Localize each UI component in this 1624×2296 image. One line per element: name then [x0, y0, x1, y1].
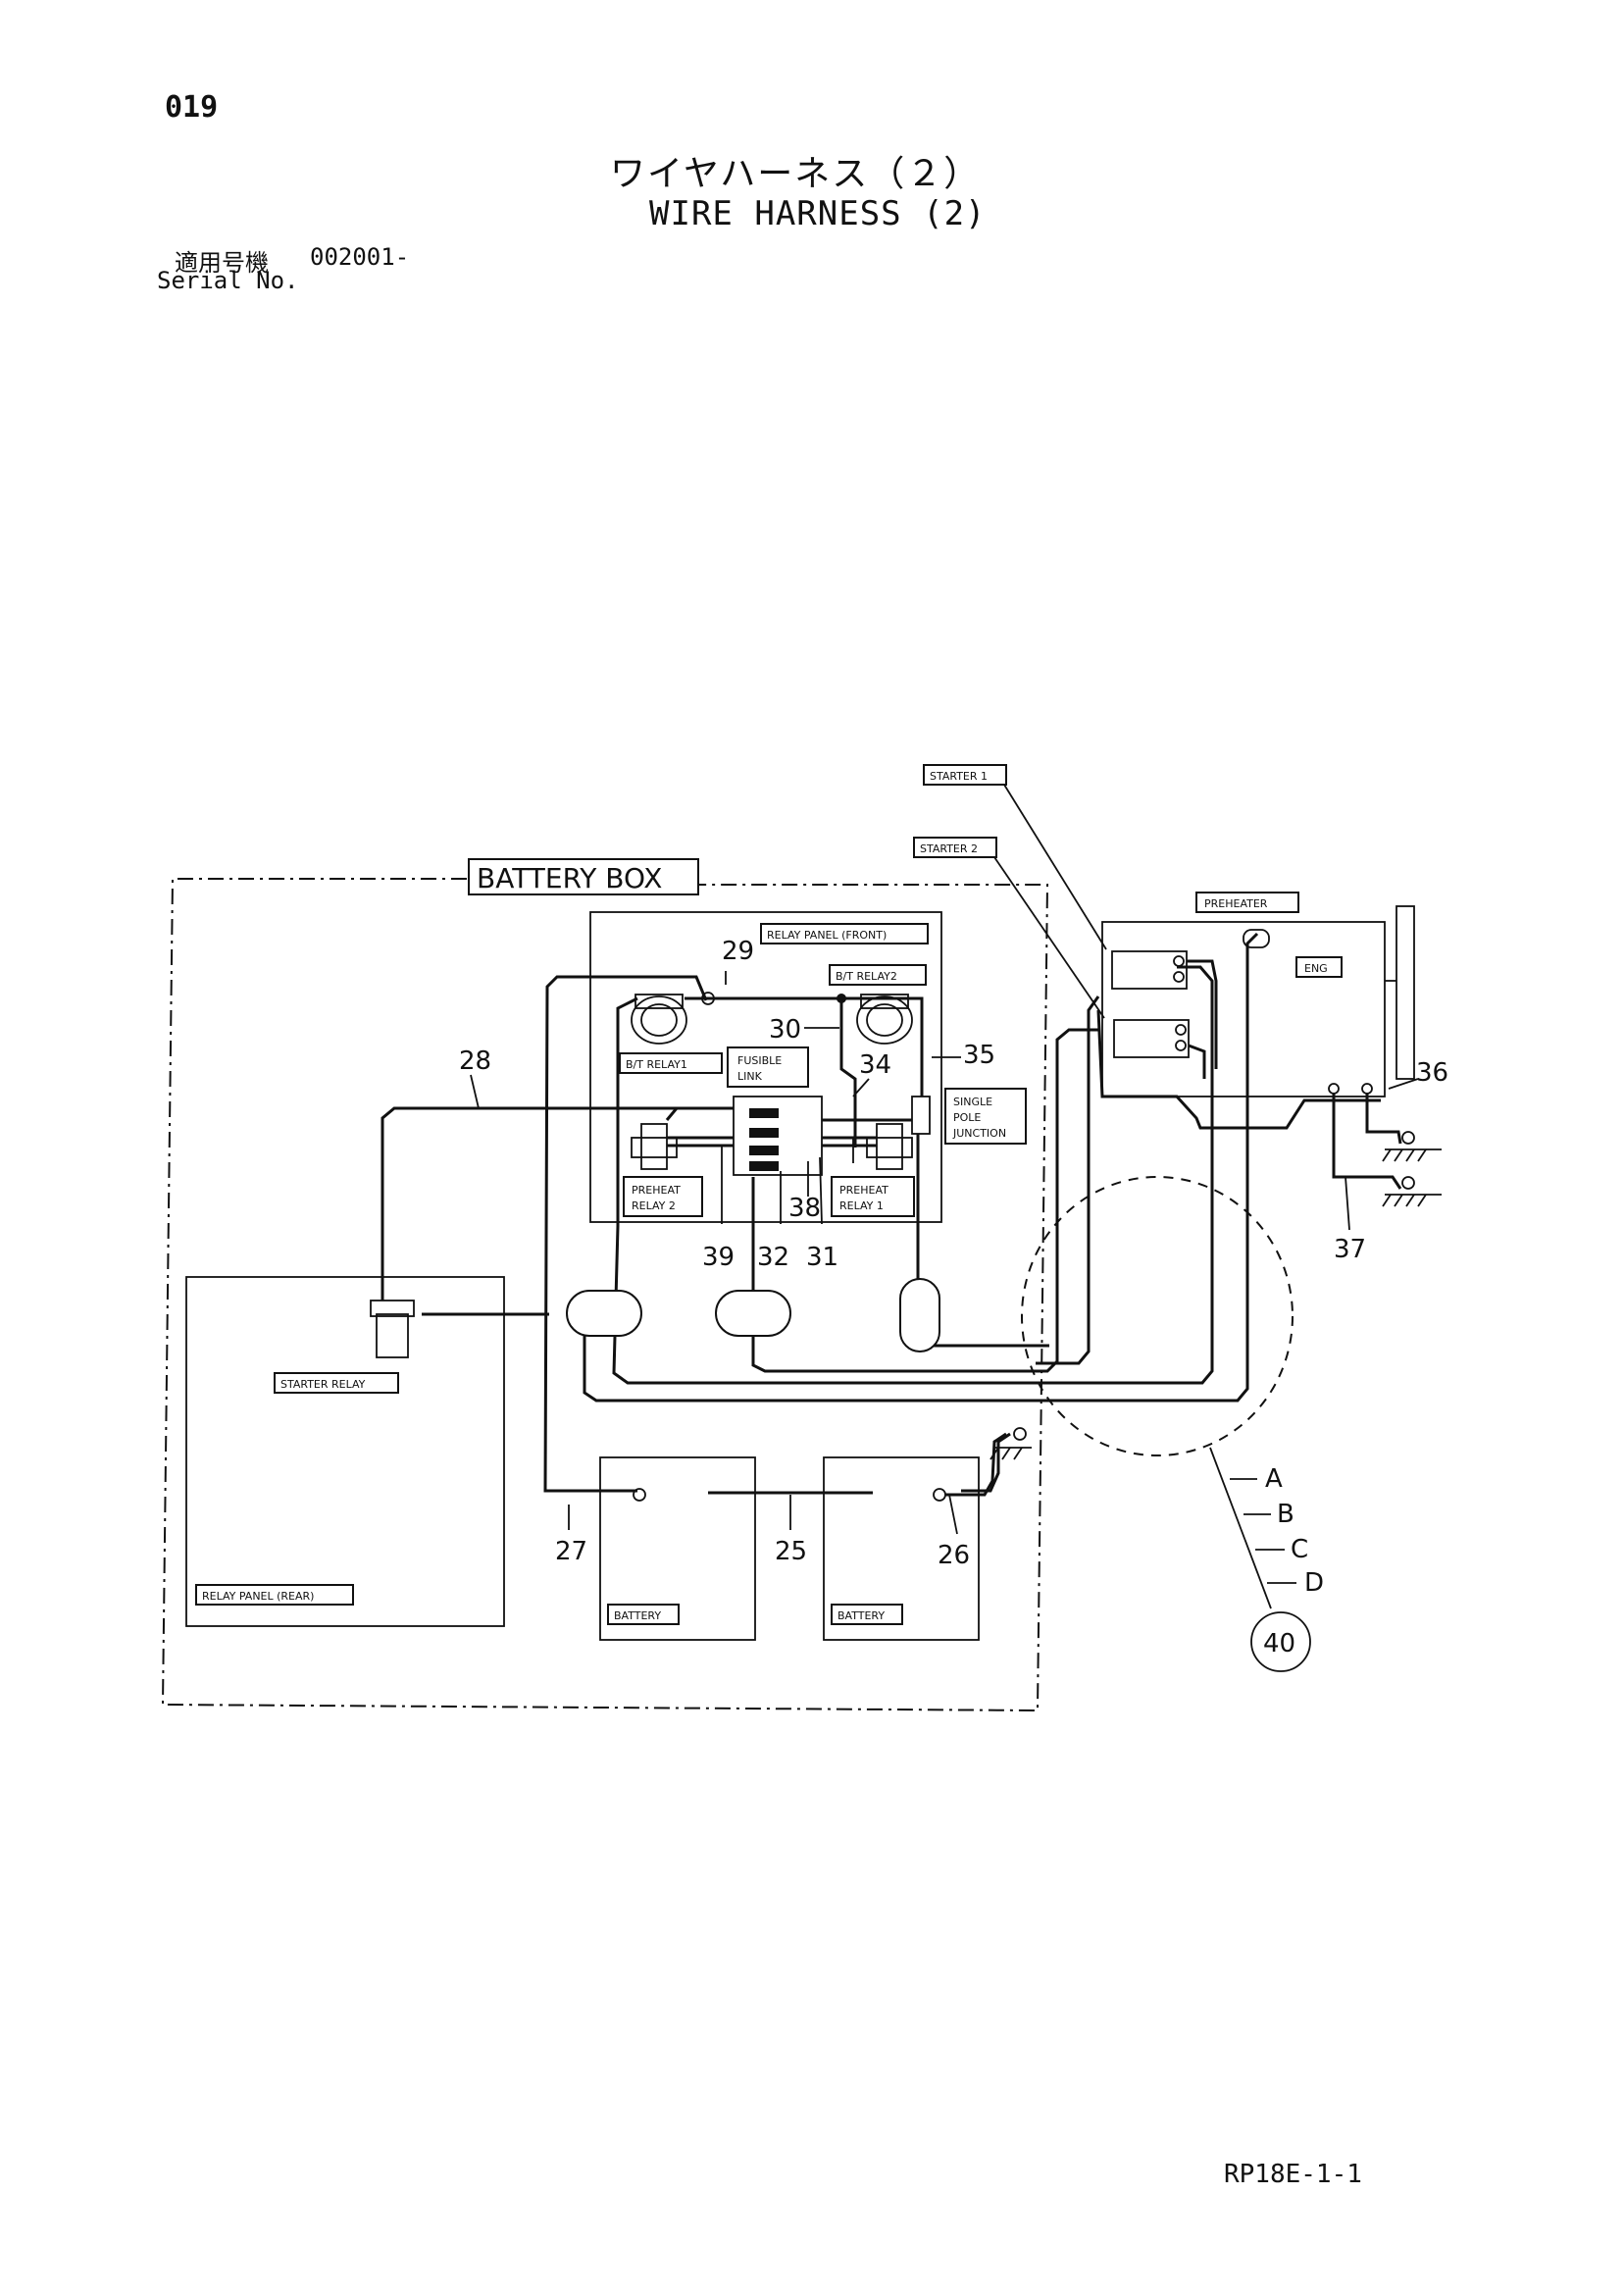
- starter1-label: STARTER 1: [930, 770, 988, 783]
- junction-block: [733, 1096, 823, 1176]
- bt-relay2-label: B/T RELAY2: [836, 970, 897, 983]
- leader-starter1: [1003, 784, 1107, 950]
- bt-relay-1: [631, 994, 687, 1045]
- callout-a: A: [1265, 1464, 1283, 1494]
- single-pole-label-frame: [944, 1088, 1027, 1145]
- preheat-relay2-label-2: RELAY 2: [632, 1199, 676, 1212]
- preheat-relay2-label-frame: [623, 1176, 703, 1217]
- single-pole-label-1: SINGLE: [953, 1096, 992, 1108]
- callout-35: 35: [963, 1041, 995, 1070]
- preheat-relay1-label-1: PREHEAT: [839, 1184, 888, 1197]
- battery-box-label: BATTERY BOX: [477, 862, 662, 894]
- starter-relay-label-frame: [274, 1372, 399, 1394]
- ground-symbol-37: [1382, 1176, 1442, 1207]
- starter2-label-frame: [913, 837, 997, 858]
- starter-1: [1111, 950, 1188, 990]
- starter-2: [1113, 1019, 1190, 1058]
- preheat-relay1-label-2: RELAY 1: [839, 1199, 884, 1212]
- relay-panel-rear: [185, 1276, 505, 1627]
- relay-panel-front: [589, 911, 942, 1223]
- eng-label: ENG: [1304, 962, 1328, 975]
- preheat-relay2-label-1: PREHEAT: [632, 1184, 681, 1197]
- bt-relay1-label: B/T RELAY1: [626, 1058, 687, 1071]
- battery-box-outline: [161, 878, 1049, 1712]
- starter-relay-label: STARTER RELAY: [280, 1378, 366, 1391]
- starter2-label: STARTER 2: [920, 842, 978, 855]
- bt-relay2-label-frame: [829, 964, 927, 986]
- callout-25: 25: [775, 1537, 807, 1566]
- relay-panel-front-label: RELAY PANEL (FRONT): [767, 929, 887, 942]
- engine-frame: [1101, 921, 1386, 1097]
- callout-30: 30: [769, 1015, 801, 1045]
- battery-right-label: BATTERY: [837, 1609, 885, 1622]
- bt-relay-2: [856, 994, 913, 1045]
- serial-label-english: Serial No.: [157, 267, 299, 294]
- battery-box-label-frame: [468, 858, 699, 895]
- bt-relay1-label-frame: [619, 1052, 723, 1074]
- detail-circle: [1021, 1176, 1294, 1456]
- page-number: 019: [165, 90, 219, 125]
- starter-relay: [370, 1300, 415, 1358]
- single-pole-label-2: POLE: [953, 1111, 981, 1124]
- relay-panel-front-label-frame: [760, 923, 929, 944]
- title-english: WIRE HARNESS (2): [649, 194, 987, 233]
- callout-34: 34: [859, 1050, 891, 1080]
- callout-32: 32: [757, 1243, 789, 1272]
- callout-40: 40: [1263, 1629, 1295, 1658]
- ground-symbol-36: [1382, 1131, 1442, 1162]
- callout-38: 38: [788, 1194, 821, 1223]
- leader-starter2: [993, 856, 1105, 1019]
- leader-28: [470, 1074, 480, 1109]
- battery-left: [599, 1456, 756, 1641]
- relay-panel-rear-label-frame: [195, 1584, 354, 1606]
- callout-leaders: [568, 971, 1419, 1672]
- grommets: [566, 1278, 940, 1352]
- battery-jumper-wire-25: [633, 1488, 946, 1502]
- preheater-label: PREHEATER: [1204, 897, 1268, 910]
- callout-29: 29: [722, 937, 754, 966]
- fusible-link-label-2: LINK: [737, 1070, 763, 1083]
- document-code: RP18E-1-1: [1224, 2160, 1362, 2189]
- preheater-label-frame: [1195, 892, 1299, 913]
- preheater: [1243, 929, 1270, 948]
- relay-panel-rear-label: RELAY PANEL (REAR): [202, 1590, 314, 1603]
- callout-26: 26: [938, 1541, 970, 1570]
- title-japanese: ワイヤハーネス（２）: [610, 154, 982, 194]
- wire-26: [945, 1432, 1007, 1497]
- fusible-link-label-frame: [727, 1046, 809, 1088]
- fusible-link-label-1: FUSIBLE: [737, 1054, 782, 1067]
- callout-39: 39: [702, 1243, 735, 1272]
- serial-label-japanese: 適用号機: [175, 249, 269, 277]
- eng-label-frame: [1295, 956, 1343, 978]
- starter1-label-frame: [923, 764, 1007, 786]
- callout-36: 36: [1416, 1058, 1448, 1088]
- engine-wiring: [1096, 959, 1402, 1190]
- battery-left-label-frame: [607, 1604, 680, 1625]
- callout-37: 37: [1334, 1235, 1366, 1264]
- battery-left-label: BATTERY: [614, 1609, 661, 1622]
- callout-27: 27: [555, 1537, 587, 1566]
- serial-number-value: 002001-: [310, 243, 410, 271]
- preheat-relay1-label-frame: [831, 1176, 915, 1217]
- callout-c: C: [1291, 1535, 1308, 1564]
- engine-flywheel: [1396, 905, 1415, 1080]
- callout-d: D: [1304, 1568, 1324, 1598]
- callout-31: 31: [806, 1243, 838, 1272]
- battery-right: [823, 1456, 980, 1641]
- single-pole-label-3: JUNCTION: [952, 1127, 1006, 1140]
- callout-28: 28: [459, 1046, 491, 1076]
- ground-symbol-battery: [990, 1427, 1032, 1460]
- single-pole-junction: [911, 1096, 931, 1135]
- callout-b: B: [1277, 1500, 1294, 1529]
- battery-right-label-frame: [831, 1604, 903, 1625]
